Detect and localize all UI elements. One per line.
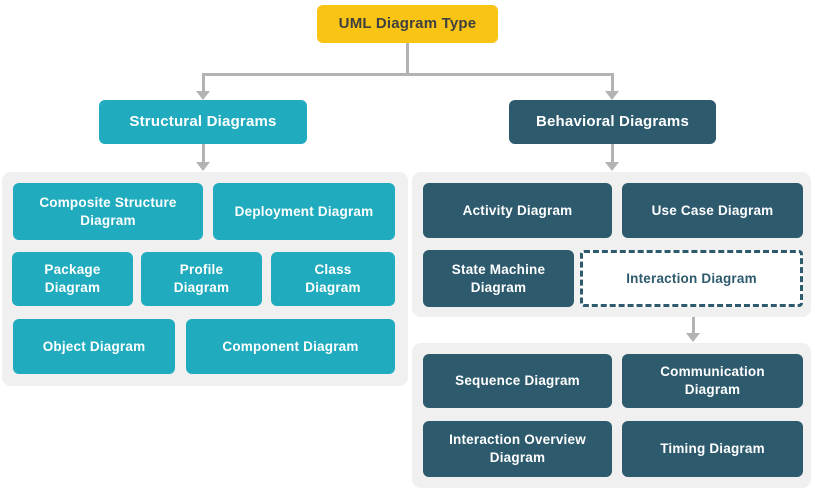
connector-interaction-drop [692, 306, 695, 334]
node-package-diagram: Package Diagram [12, 252, 133, 306]
connector-behavioral-drop [611, 73, 614, 92]
arrowhead-behavioral-icon [605, 91, 619, 100]
arrowhead-interaction-icon [686, 333, 700, 342]
arrowhead-structural-icon [196, 91, 210, 100]
interaction-group-container: Sequence Diagram Communication Diagram I… [412, 343, 811, 488]
connector-structural-group-drop [202, 143, 205, 163]
node-sequence-diagram: Sequence Diagram [423, 354, 612, 408]
connector-branch-hline [202, 73, 614, 76]
node-profile-diagram: Profile Diagram [141, 252, 262, 306]
node-interaction-diagram: Interaction Diagram [580, 250, 803, 307]
node-behavioral-diagrams: Behavioral Diagrams [509, 100, 716, 144]
connector-structural-drop [202, 73, 205, 92]
structural-group-container: Composite Structure Diagram Deployment D… [2, 172, 408, 386]
node-state-machine-diagram: State Machine Diagram [423, 250, 574, 307]
arrowhead-structural-group-icon [196, 162, 210, 171]
node-object-diagram: Object Diagram [13, 319, 175, 374]
node-structural-diagrams: Structural Diagrams [99, 100, 307, 144]
node-interaction-overview-diagram: Interaction Overview Diagram [423, 421, 612, 477]
behavioral-group-container: Activity Diagram Use Case Diagram State … [412, 172, 811, 317]
node-deployment-diagram: Deployment Diagram [213, 183, 395, 240]
arrowhead-behavioral-group-icon [605, 162, 619, 171]
node-component-diagram: Component Diagram [186, 319, 395, 374]
node-use-case-diagram: Use Case Diagram [622, 183, 803, 238]
node-composite-structure-diagram: Composite Structure Diagram [13, 183, 203, 240]
connector-behavioral-group-drop [611, 143, 614, 163]
node-timing-diagram: Timing Diagram [622, 421, 803, 477]
connector-root-stem [406, 43, 409, 76]
node-class-diagram: Class Diagram [271, 252, 395, 306]
node-activity-diagram: Activity Diagram [423, 183, 612, 238]
node-communication-diagram: Communication Diagram [622, 354, 803, 408]
node-uml-diagram-type: UML Diagram Type [317, 5, 498, 43]
